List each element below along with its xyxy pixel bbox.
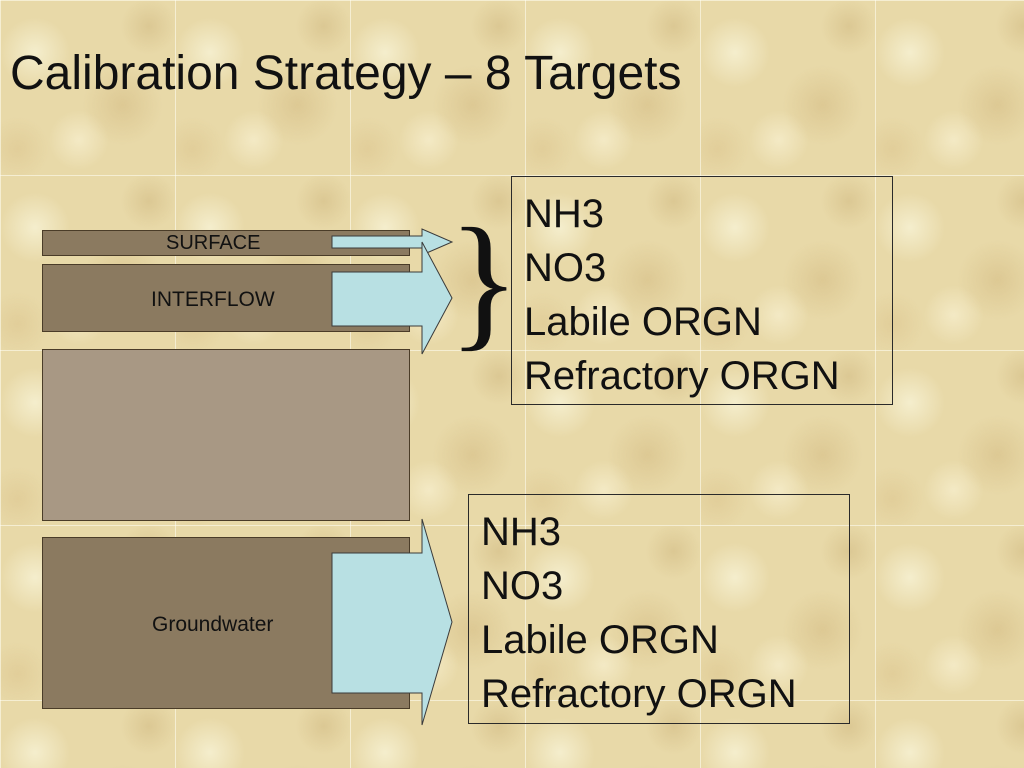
target-item: Refractory ORGN xyxy=(481,672,797,716)
page-title: Calibration Strategy – 8 Targets xyxy=(10,47,682,100)
upper-targets-box: NH3 NO3 Labile ORGN Refractory ORGN xyxy=(511,176,893,405)
target-item: NO3 xyxy=(481,564,564,608)
interflow-arrow xyxy=(331,241,453,355)
target-item: NO3 xyxy=(524,246,607,290)
interflow-label: INTERFLOW xyxy=(151,288,275,311)
groundwater-label: Groundwater xyxy=(152,613,274,636)
target-item: NH3 xyxy=(481,510,562,554)
surface-label: SURFACE xyxy=(166,232,261,254)
middle-layer xyxy=(42,349,410,521)
target-item: Refractory ORGN xyxy=(524,354,840,398)
target-item: Labile ORGN xyxy=(481,618,719,662)
target-item: NH3 xyxy=(524,192,605,236)
groundwater-arrow xyxy=(331,518,453,726)
lower-targets-box: NH3 NO3 Labile ORGN Refractory ORGN xyxy=(468,494,850,724)
surface-arrow xyxy=(331,228,454,256)
target-item: Labile ORGN xyxy=(524,300,762,344)
grouping-brace: } xyxy=(448,198,520,364)
